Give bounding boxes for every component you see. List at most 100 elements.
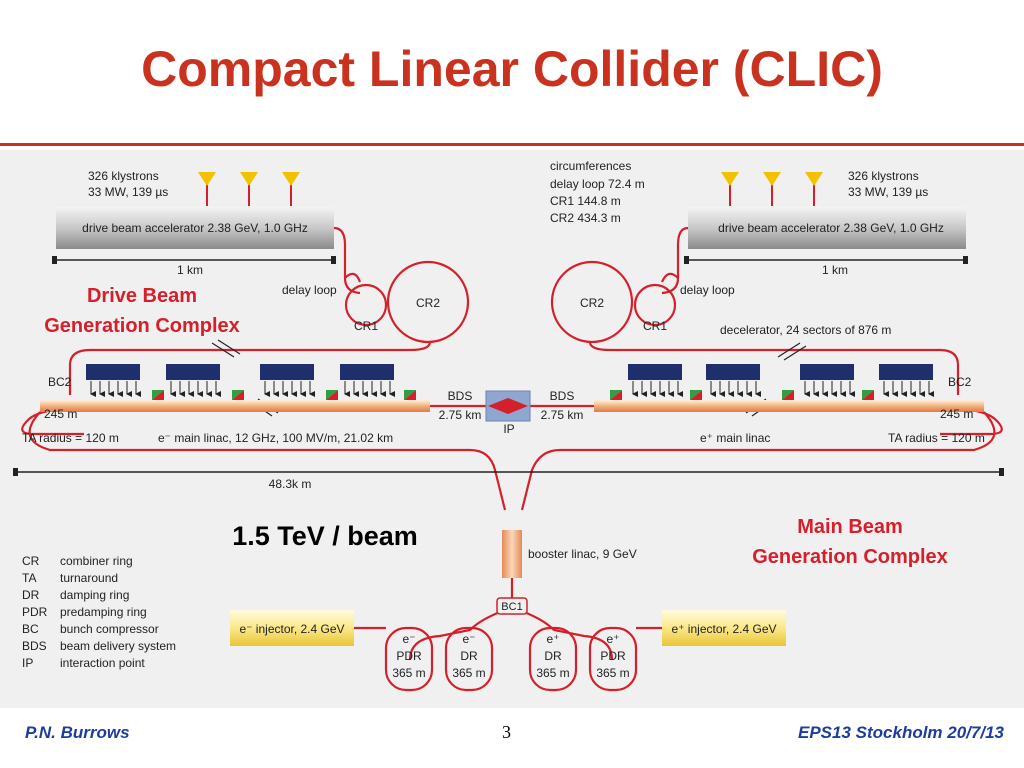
bc1-label: BC1	[501, 601, 522, 613]
decelerator-label: decelerator, 24 sectors of 876 m	[720, 323, 891, 337]
bds-left-length: 2.75 km	[439, 408, 482, 422]
electron-linac-label: e⁻ main linac, 12 GHz, 100 MV/m, 21.02 k…	[158, 431, 393, 445]
circumference-cr1: CR1 144.8 m	[550, 194, 621, 208]
legend-abbr: PDR	[22, 605, 48, 619]
ip-label: IP	[503, 422, 514, 436]
bds-right-length: 2.75 km	[541, 408, 584, 422]
abbreviation-legend: CR combiner ring TA turnaround DR dampin…	[22, 554, 176, 670]
klystron-icon	[721, 172, 739, 186]
bds-right-label: BDS	[550, 389, 575, 403]
pets-module	[879, 364, 933, 380]
positron-linac-label: e⁺ main linac	[700, 431, 770, 445]
drive-beam-complex-line2: Generation Complex	[44, 315, 240, 337]
beam-arrow-icon	[488, 398, 508, 414]
main-beam-complex-line1: Main Beam	[797, 516, 903, 538]
electron-injector	[230, 610, 354, 646]
klystron-icon	[240, 172, 258, 186]
pets-module	[260, 364, 314, 380]
right-scale-bar	[684, 256, 968, 264]
left-delay-loop-label: delay loop	[282, 283, 337, 297]
right-delay-loop-label: delay loop	[680, 283, 735, 297]
clic-diagram-panel: 326 klystrons 33 MW, 139 µs drive beam a…	[0, 150, 1024, 708]
left-cr1-label: CR1	[354, 319, 378, 333]
ring-particle: e⁻	[402, 632, 415, 646]
ring-length: 365 m	[452, 666, 485, 680]
left-klystron-count: 326 klystrons	[88, 169, 159, 183]
pets-modules	[86, 364, 934, 400]
right-cr2-label: CR2	[580, 296, 604, 310]
positron-main-linac	[594, 400, 984, 412]
pets-module	[628, 364, 682, 380]
right-klystron-power: 33 MW, 139 µs	[848, 185, 928, 199]
left-klystrons	[198, 172, 300, 206]
bds-left-label: BDS	[448, 389, 473, 403]
circumference-cr2: CR2 434.3 m	[550, 211, 621, 225]
ring-type: DR	[544, 649, 562, 663]
ring-particle: e⁺	[546, 632, 559, 646]
circumferences-heading: circumferences	[550, 159, 631, 173]
right-scale-label: 1 km	[822, 263, 848, 277]
beam-energy-label: 1.5 TeV / beam	[232, 521, 418, 551]
positron-injector	[662, 610, 786, 646]
klystron-icon	[282, 172, 300, 186]
legend-desc: predamping ring	[60, 605, 147, 619]
beam-arrow-icon	[508, 398, 528, 414]
ta-right-length: 245 m	[940, 407, 973, 421]
legend-abbr: DR	[22, 588, 40, 602]
klystron-icon	[805, 172, 823, 186]
ring-type: DR	[460, 649, 478, 663]
delay-loop-curves	[344, 272, 679, 283]
ring-length: 365 m	[536, 666, 569, 680]
ring-length: 365 m	[392, 666, 425, 680]
right-cr1-label: CR1	[643, 319, 667, 333]
ta-radius-left: TA radius = 120 m	[22, 431, 119, 445]
pets-module	[800, 364, 854, 380]
bc1-box	[496, 597, 528, 615]
legend-desc: damping ring	[60, 588, 129, 602]
left-scale-bar	[52, 256, 336, 264]
left-accelerator-label: drive beam accelerator 2.38 GeV, 1.0 GHz	[82, 221, 308, 235]
ta-left-length: 245 m	[44, 407, 77, 421]
klystron-icon	[763, 172, 781, 186]
ring-length: 365 m	[596, 666, 629, 680]
quadrupole-marker	[326, 390, 338, 400]
quadrupole-marker	[152, 390, 164, 400]
quadrupole-marker	[610, 390, 622, 400]
right-klystron-count: 326 klystrons	[848, 169, 919, 183]
quadrupole-marker	[862, 390, 874, 400]
total-length-label: 48.3k m	[269, 477, 312, 491]
pets-module	[86, 364, 140, 380]
bc2-right-label: BC2	[948, 375, 972, 389]
klystron-icon	[198, 172, 216, 186]
left-scale-label: 1 km	[177, 263, 203, 277]
electron-injector-label: e⁻ injector, 2.4 GeV	[239, 622, 344, 636]
legend-desc: turnaround	[60, 571, 118, 585]
pets-module	[166, 364, 220, 380]
circumference-delay-loop: delay loop 72.4 m	[550, 177, 645, 191]
legend-abbr: BDS	[22, 639, 47, 653]
right-drive-beam-accelerator	[688, 207, 966, 249]
booster-linac	[502, 530, 522, 578]
pets-module	[340, 364, 394, 380]
title-divider	[0, 143, 1024, 146]
right-klystrons	[721, 172, 823, 206]
ring-type: PDR	[396, 649, 422, 663]
left-cr2-label: CR2	[416, 296, 440, 310]
bc2-left-label: BC2	[48, 375, 72, 389]
positron-injector-label: e⁺ injector, 2.4 GeV	[671, 622, 776, 636]
legend-desc: interaction point	[60, 656, 145, 670]
ring-type: PDR	[600, 649, 626, 663]
footer-event: EPS13 Stockholm 20/7/13	[798, 723, 1004, 742]
page-title: Compact Linear Collider (CLIC)	[141, 41, 883, 97]
main-beam-complex-line2: Generation Complex	[752, 546, 948, 568]
booster-linac-label: booster linac, 9 GeV	[528, 547, 637, 561]
legend-abbr: BC	[22, 622, 39, 636]
legend-desc: bunch compressor	[60, 622, 159, 636]
legend-abbr: IP	[22, 656, 33, 670]
drive-beam-complex-line1: Drive Beam	[87, 285, 197, 307]
legend-desc: combiner ring	[60, 554, 133, 568]
clic-layout-diagram: 326 klystrons 33 MW, 139 µs drive beam a…	[13, 159, 1004, 692]
ring-particle: e⁺	[606, 632, 619, 646]
pets-module	[706, 364, 760, 380]
quadrupole-marker	[690, 390, 702, 400]
